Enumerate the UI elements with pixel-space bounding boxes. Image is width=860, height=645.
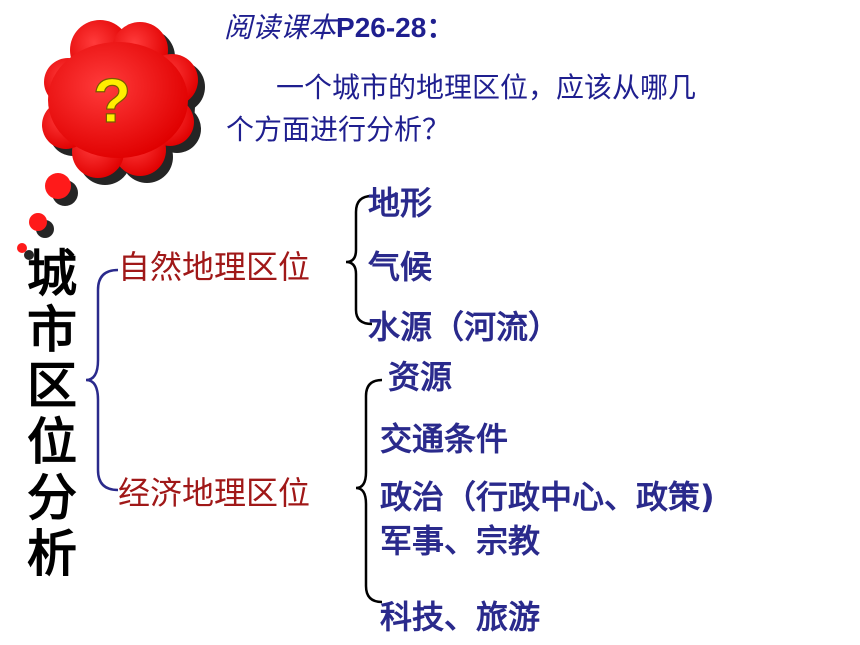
question-line-1: 一个城市的地理区位，应该从哪几 xyxy=(276,71,697,104)
item-terrain: 地形 xyxy=(368,184,433,222)
question-mark: ? xyxy=(93,67,131,136)
item-water-source: 水源（河流） xyxy=(368,308,561,346)
reading-label: 阅读课本 xyxy=(224,11,337,44)
category-economic: 经济地理区位 xyxy=(118,474,311,512)
item-military-religion: 军事、宗教 xyxy=(380,522,541,560)
thought-bubble xyxy=(17,20,198,253)
item-resources: 资源 xyxy=(388,358,453,396)
root-label: 城市区位分析 xyxy=(27,245,77,583)
economic-bracket xyxy=(355,378,383,604)
reading-assignment: 阅读课本P26-28： xyxy=(224,6,454,46)
root-bracket xyxy=(85,268,119,492)
item-climate: 气候 xyxy=(368,248,433,286)
item-tech-tourism: 科技、旅游 xyxy=(380,598,541,636)
item-politics: 政治（行政中心、政策) xyxy=(380,478,715,516)
reading-pages: P26-28 xyxy=(336,12,427,43)
natural-bracket xyxy=(345,194,373,326)
question-line-2: 个方面进行分析？ xyxy=(226,113,451,146)
item-transport: 交通条件 xyxy=(380,420,509,458)
reading-colon: ： xyxy=(426,12,455,43)
category-natural: 自然地理区位 xyxy=(118,248,311,286)
